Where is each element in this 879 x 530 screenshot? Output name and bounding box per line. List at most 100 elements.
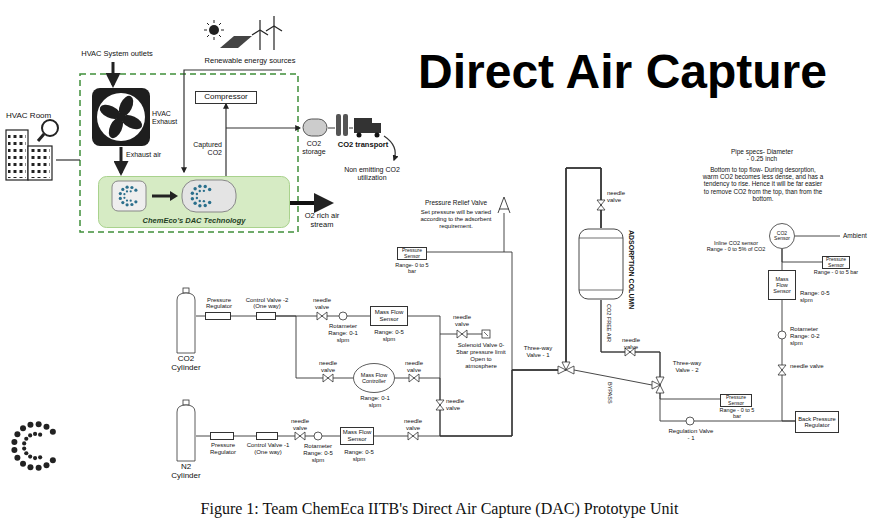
annotation-label: Captured CO2 bbox=[187, 141, 222, 157]
logo-dot bbox=[38, 455, 42, 459]
annotation-label: Solenoid Valve 0-5bar pressure limit Ope… bbox=[455, 342, 507, 370]
drawing-part bbox=[274, 26, 282, 31]
logo-dot bbox=[11, 439, 17, 445]
drawing-part bbox=[6, 130, 28, 180]
needle-valve-symbol bbox=[597, 200, 605, 210]
logo-dot bbox=[28, 454, 32, 458]
logo-dot bbox=[198, 204, 201, 207]
transport-link bbox=[328, 128, 335, 129]
regulator-box: Pressure Regulator bbox=[205, 312, 231, 320]
annotation-label: needle valve bbox=[315, 360, 341, 374]
room-link bbox=[56, 159, 80, 160]
node-label: CO2 Cylinder bbox=[166, 355, 206, 373]
relief-valve-symbol bbox=[498, 197, 510, 213]
drawing-part bbox=[207, 35, 209, 37]
logo-dot bbox=[27, 422, 33, 428]
logo-dot bbox=[11, 447, 17, 453]
logo-dot bbox=[203, 200, 205, 202]
node-label: Pressure Regulator bbox=[203, 442, 243, 455]
bypass-pipe bbox=[574, 370, 652, 385]
sensor-box: Pressure Sensor bbox=[720, 394, 752, 407]
regulator-box: Back Pressure Regulator bbox=[795, 411, 839, 433]
annotation-label: Range: 0-1 slpm bbox=[328, 330, 358, 344]
needle-valve-symbol bbox=[295, 432, 305, 440]
annotation-label: Range- 0 to 5 bar bbox=[392, 262, 432, 275]
drawing-part bbox=[221, 30, 224, 31]
sensor-box: Mass Flow Sensor bbox=[370, 306, 408, 326]
node-label: Mass Flow Sensor bbox=[341, 429, 373, 442]
logo-dot bbox=[130, 190, 132, 192]
annotation-label: CO2 transport bbox=[334, 141, 392, 150]
cylinder-icon bbox=[182, 180, 236, 212]
logo-dot bbox=[24, 451, 28, 455]
annotation-label: Set pressure will be varied according to… bbox=[418, 209, 494, 230]
truck-icon bbox=[354, 118, 372, 133]
logo-dot bbox=[130, 203, 133, 206]
cylinder-body bbox=[177, 293, 195, 353]
node-label: Compressor bbox=[204, 93, 248, 102]
logo-dot bbox=[125, 203, 128, 206]
drawing-part bbox=[273, 26, 274, 50]
logo-dot bbox=[126, 190, 128, 192]
drawing-part bbox=[28, 146, 52, 180]
pipe-connector bbox=[395, 168, 601, 436]
annotation-label: needle valve bbox=[308, 297, 336, 311]
annotation-label: Non emitting CO2 utilization bbox=[342, 166, 402, 182]
node-label: Pressure Regulator bbox=[199, 297, 239, 310]
pipe-connector bbox=[234, 436, 256, 437]
annotation-label: Range: 0-2 slpm bbox=[790, 333, 834, 347]
logo-dot bbox=[191, 192, 194, 195]
sensor-box: Mass Flow Sensor bbox=[768, 270, 796, 300]
truck-cab bbox=[372, 123, 381, 133]
annotation-label: Rotameter bbox=[328, 323, 358, 330]
band-fill bbox=[99, 177, 290, 228]
gas-cylinder: CO2 Cylinder bbox=[176, 288, 196, 354]
logo-dot bbox=[199, 200, 201, 202]
pipe bbox=[504, 213, 505, 252]
truck-wheel bbox=[357, 133, 362, 138]
band-arrow bbox=[152, 195, 172, 198]
annotation-label: Exhaust air bbox=[126, 151, 172, 159]
logo-dot bbox=[130, 186, 133, 189]
pipe-connector bbox=[196, 316, 205, 317]
truck-wheel bbox=[375, 133, 380, 138]
drawing-part bbox=[214, 20, 215, 23]
pipe-connector bbox=[196, 436, 210, 437]
pipe bbox=[795, 236, 840, 237]
logo-dot bbox=[130, 200, 132, 202]
needle-valve-symbol bbox=[457, 330, 467, 338]
logo-dot bbox=[121, 188, 124, 191]
regulation-valve-symbol bbox=[686, 417, 694, 425]
annotation-label: Ambient bbox=[843, 232, 873, 239]
logo-dot bbox=[36, 465, 42, 471]
logo-dot bbox=[20, 461, 26, 467]
pipe-connector bbox=[278, 436, 340, 437]
logo-dot bbox=[38, 433, 42, 437]
drawing-part bbox=[207, 23, 209, 25]
dac-enclosure bbox=[80, 74, 298, 232]
annotation-label: needle valve bbox=[401, 360, 427, 374]
annotation-label: Bottom to top flow- During desorption, w… bbox=[702, 166, 824, 202]
node-label: Pressure Sensor bbox=[721, 395, 751, 406]
needle-valve-symbol bbox=[436, 400, 444, 410]
cylinder-neck bbox=[183, 400, 189, 405]
logo-dot bbox=[196, 197, 198, 199]
annotation-label: CO2 FREE AIR bbox=[605, 304, 612, 342]
column-body bbox=[579, 229, 623, 299]
gas-cylinder: N2 Cylinder bbox=[176, 400, 196, 462]
annotation-label: Regulation Valve - 1 bbox=[668, 428, 714, 442]
controller-circle: Mass Flow Controller bbox=[353, 363, 395, 393]
sensor-box: Mass Flow Sensor bbox=[340, 427, 374, 445]
annotation-label: CO2 storage bbox=[296, 140, 332, 156]
annotation-label: Range: 0-1 slpm bbox=[355, 395, 395, 409]
logo-dot bbox=[50, 457, 56, 463]
annotation-label: Range: 0-5 slpm bbox=[372, 329, 406, 343]
node-label: N2 Cylinder bbox=[166, 463, 206, 481]
logo-dot bbox=[43, 462, 49, 468]
annotation-label: Renewable energy sources bbox=[200, 57, 300, 66]
drawing-part bbox=[219, 23, 221, 25]
sun-icon bbox=[209, 25, 219, 35]
pipe-connector bbox=[782, 249, 822, 262]
logo-dot bbox=[27, 464, 33, 470]
cylinder-body bbox=[177, 405, 195, 461]
